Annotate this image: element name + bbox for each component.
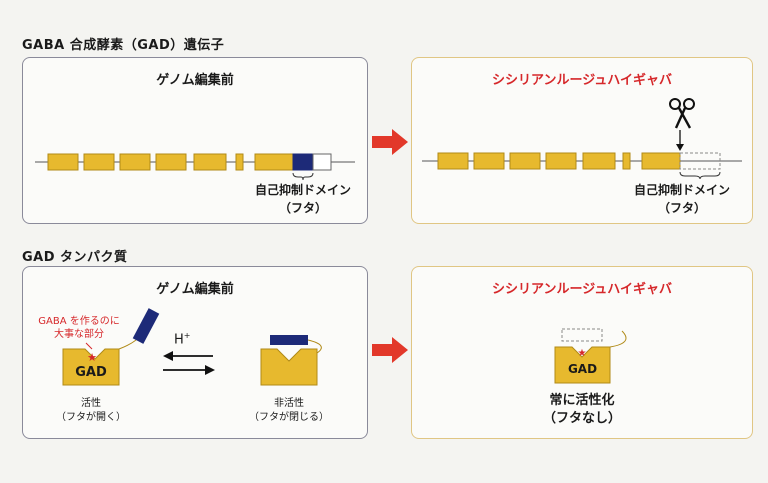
exon: [473, 152, 505, 170]
gene-section-title: GABA 合成酵素（GAD）遺伝子: [22, 38, 225, 53]
exon: [582, 152, 616, 170]
exon-end: [312, 153, 332, 171]
lid-closed: [270, 335, 308, 345]
exon: [437, 152, 469, 170]
gad-label-active: GAD: [75, 365, 107, 380]
domain-label-line1-after: 自己抑制ドメイン: [633, 183, 730, 197]
always-active-line1: 常に活性化: [549, 393, 615, 408]
protein-after-title: シシリアンルージュハイギャバ: [491, 282, 673, 297]
gad-active-body: [62, 348, 120, 386]
exon: [155, 153, 187, 171]
exon: [509, 152, 541, 170]
protein-after-panel: シシリアンルージュハイギャバ ★ GAD 常に活性化 （フタなし）: [411, 266, 753, 439]
gene-before-panel: ゲノム編集前 自己抑制ドメイン （フタ）: [22, 57, 368, 224]
gene-before-diagram: [35, 153, 355, 181]
protein-after-diagram: ★: [554, 328, 627, 384]
brace: [679, 171, 721, 180]
arrow-back-head: [163, 351, 173, 361]
exon-small: [235, 153, 244, 171]
gene-after-title: シシリアンルージュハイギャバ: [491, 73, 673, 88]
gene-after-diagram: [422, 98, 742, 180]
exon: [47, 153, 79, 171]
protein-before-diagram: ★: [62, 308, 322, 386]
always-active-line2: （フタなし）: [542, 411, 621, 426]
exon: [119, 153, 151, 171]
exon: [254, 153, 294, 171]
proton-label: H+: [174, 331, 191, 348]
linker: [307, 339, 322, 354]
protein-before-panel: ゲノム編集前 GABA を作るのに 大事な部分 ★ H+ GAD 活性 （フタが…: [22, 266, 368, 439]
linker: [609, 330, 627, 348]
gene-after-panel: シシリアンルージュハイギャバ 自己抑制ドメイン （フタ）: [411, 57, 753, 224]
lid-open: [132, 308, 160, 344]
protein-before-title: ゲノム編集前: [156, 282, 234, 297]
active-site-star-icon: ★: [578, 348, 587, 359]
protein-section-title: GAD タンパク質: [22, 250, 128, 265]
inactive-label-line2: （フタが閉じる）: [249, 412, 329, 423]
active-label-line2: （フタが開く）: [56, 412, 126, 423]
active-label-line1: 活性: [81, 398, 101, 409]
exon: [83, 153, 115, 171]
exon-small: [622, 152, 631, 170]
exon: [641, 152, 681, 170]
callout-line: [85, 342, 93, 350]
exon: [545, 152, 577, 170]
gad-always-active-body: [554, 346, 611, 384]
inactive-label-line1: 非活性: [274, 398, 304, 409]
brace: [292, 172, 314, 181]
domain-label-line2: （フタ）: [278, 201, 327, 215]
gad-label-after: GAD: [567, 362, 598, 376]
callout-line1: GABA を作るのに: [38, 316, 120, 327]
gene-before-title: ゲノム編集前: [156, 73, 234, 88]
active-site-star-icon: ★: [87, 351, 97, 364]
arrow-right-icon: [372, 129, 408, 155]
arrow-right-icon: [372, 337, 408, 363]
gad-inactive-body: [260, 348, 318, 386]
lid-domain-block: [292, 153, 314, 171]
domain-label-line1: 自己抑制ドメイン: [254, 183, 351, 197]
exon: [193, 153, 227, 171]
arrow-fwd-head: [205, 365, 215, 375]
callout: GABA を作るのに 大事な部分: [29, 315, 129, 341]
removed-lid: [561, 328, 603, 342]
domain-label-line2-after: （フタ）: [657, 201, 706, 215]
cut-arrow-head: [676, 144, 684, 151]
deleted-region: [679, 152, 721, 170]
scissors-icon: [669, 98, 695, 129]
callout-line2: 大事な部分: [54, 329, 104, 340]
